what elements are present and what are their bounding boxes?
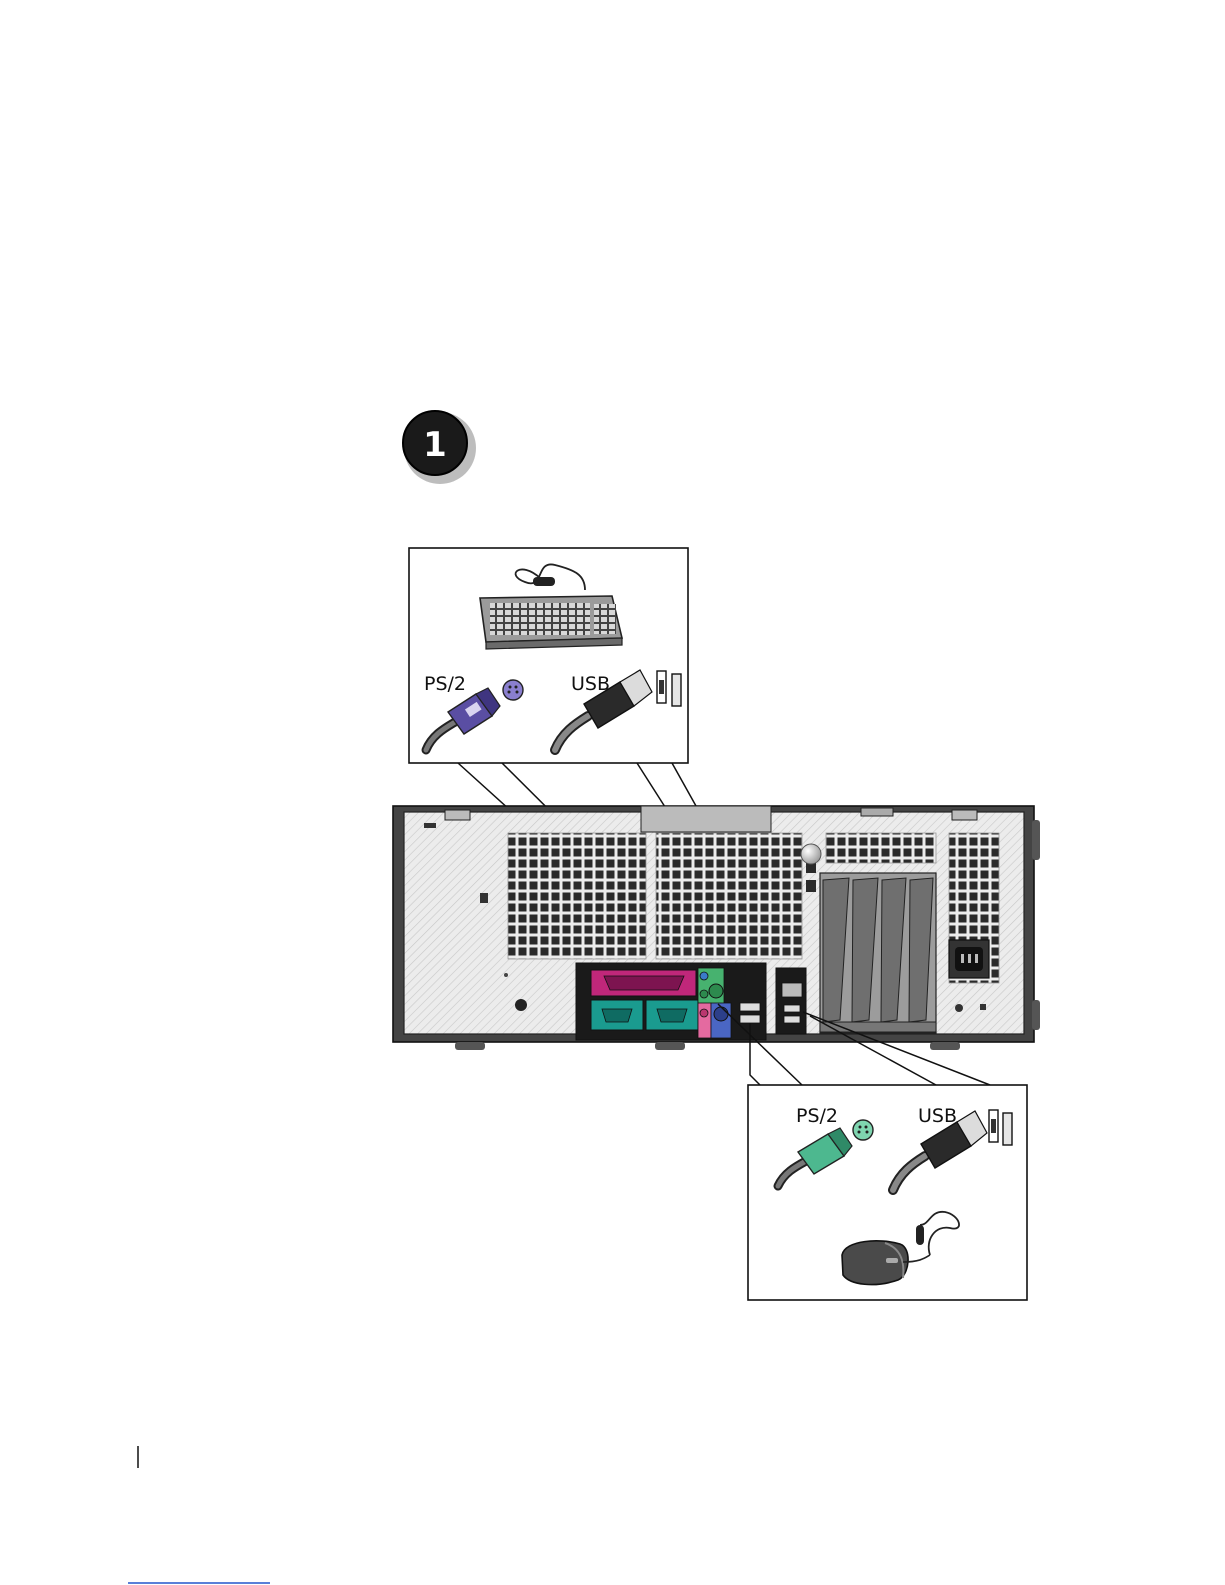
keyboard-callout: PS/2 USB	[409, 548, 688, 763]
computer-back-panel	[393, 806, 1040, 1050]
serial-port-1	[591, 1000, 643, 1030]
keyboard-ps2-label: PS/2	[424, 673, 466, 695]
network-port	[776, 968, 806, 1034]
mouse-usb-label: USB	[918, 1105, 957, 1127]
mouse-ps2-label: PS/2	[796, 1105, 838, 1127]
expansion-slots	[820, 873, 936, 1033]
step-number: 1	[423, 425, 447, 465]
parallel-port	[591, 970, 696, 996]
mouse-callout: PS/2 USB	[748, 1085, 1027, 1300]
step-badge: 1	[403, 411, 476, 484]
serial-port-2	[646, 1000, 698, 1030]
